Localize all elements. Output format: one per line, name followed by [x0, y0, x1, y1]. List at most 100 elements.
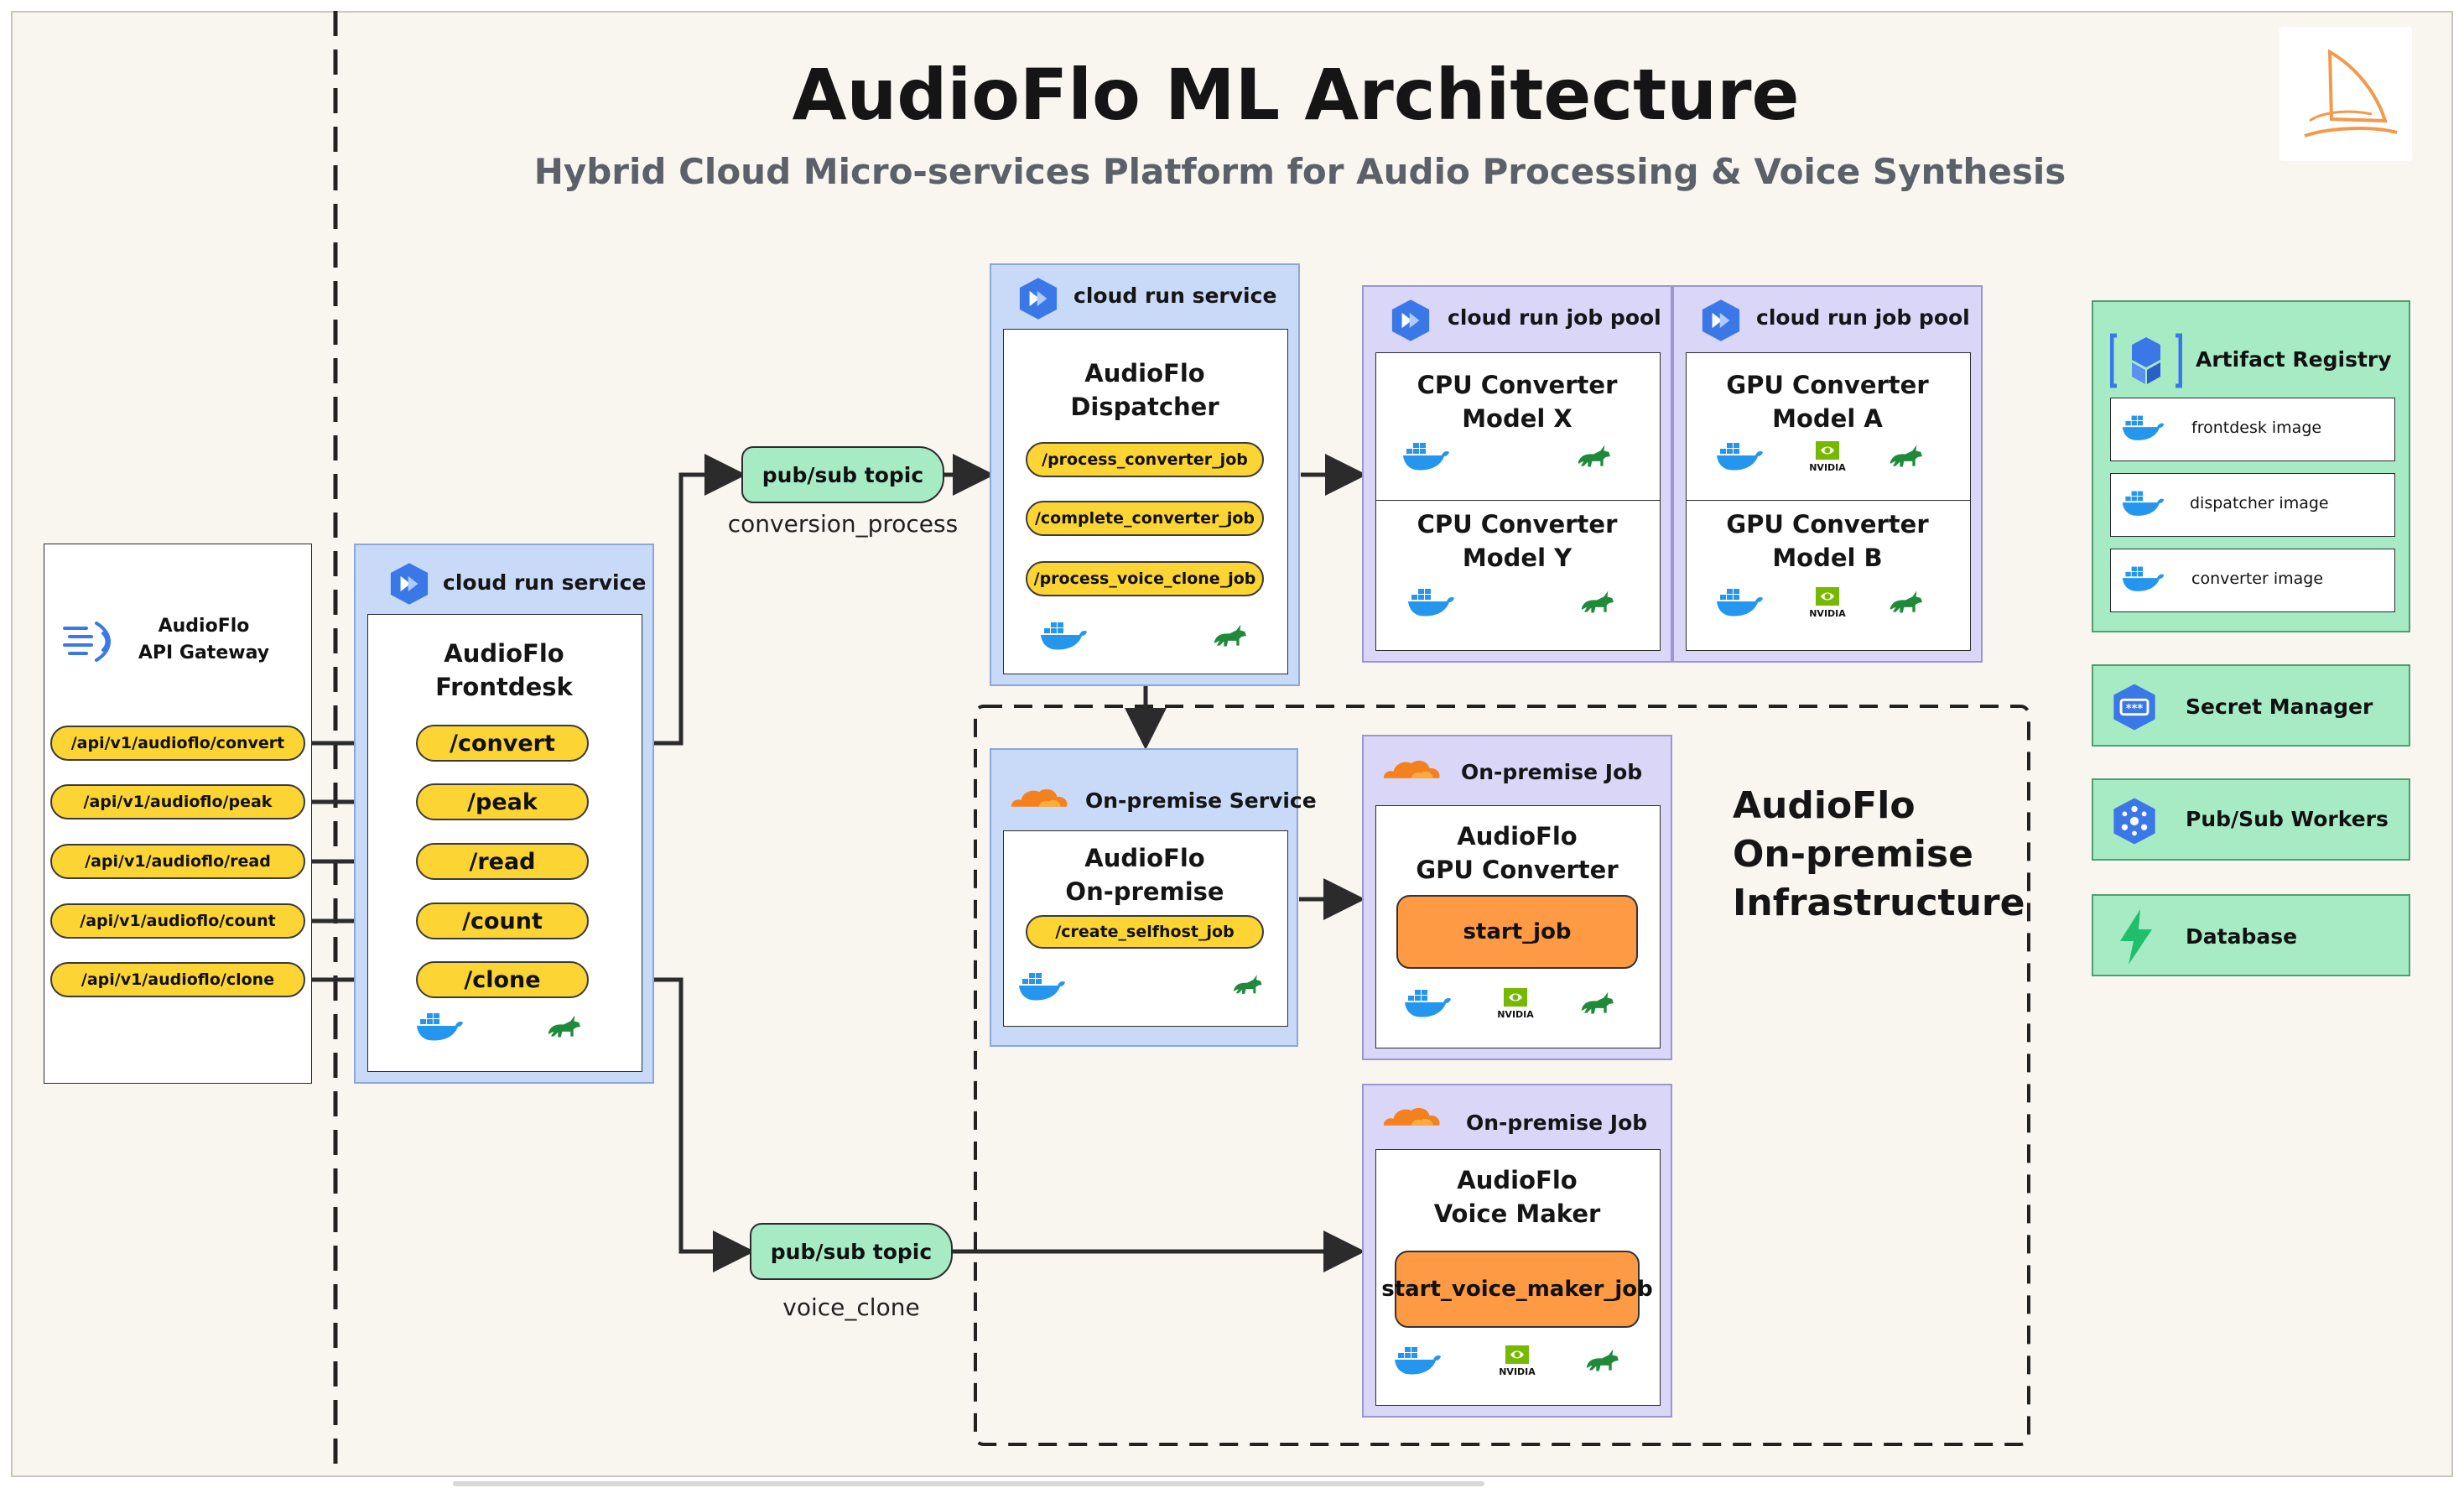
nvidia-icon	[1802, 439, 1853, 474]
voice-clone-topic-caption: voice_clone	[782, 1293, 920, 1321]
docker-icon	[415, 1009, 465, 1044]
docker-icon	[1715, 439, 1765, 474]
nvidia-icon	[1490, 986, 1541, 1021]
endpoint-convert[interactable]: /convert	[416, 725, 589, 762]
docker-icon	[1393, 1343, 1443, 1378]
docker-icon	[2121, 487, 2166, 519]
secret-manager-label: Secret Manager	[2186, 695, 2373, 719]
dispatcher-title-line1: AudioFlo	[1084, 359, 1205, 388]
gpu-job-a-title: GPU Converter Model A	[1687, 368, 1968, 435]
gunicorn-icon	[1884, 586, 1926, 618]
docker-icon	[1403, 986, 1453, 1021]
gpu-job-a-line1: GPU Converter	[1726, 371, 1929, 399]
start-voice-maker-job-button[interactable]: start_voice_maker_job	[1381, 1251, 1653, 1328]
cloudflare-icon	[1379, 1100, 1444, 1131]
onprem-gpu-job-title: AudioFlo GPU Converter	[1376, 819, 1658, 887]
artifact-registry: Artifact Registry frontdesk image dispat…	[2092, 300, 2410, 632]
pubsub-icon	[2113, 798, 2155, 845]
frontdesk-image-label: frontdesk image	[2191, 419, 2322, 437]
voice-maker-card: AudioFlo Voice Maker start_voice_maker_j…	[1375, 1149, 1661, 1406]
endpoint-complete-converter-job[interactable]: /complete_converter_job	[1026, 501, 1264, 536]
cpu-job-y: CPU Converter Model Y	[1375, 500, 1661, 651]
onprem-infra-label: AudioFlo On-premise Infrastructure	[1733, 782, 2025, 928]
onprem-gpu-job: On-premise Job AudioFlo GPU Converter st…	[1362, 735, 1672, 1060]
gpu-pool-header: cloud run job pool	[1756, 305, 1970, 330]
docker-icon	[1406, 585, 1457, 620]
gpu-job-a-line2: Model A	[1772, 404, 1883, 433]
gunicorn-icon	[1576, 586, 1618, 618]
onprem-infra-line3: Infrastructure	[1733, 882, 2025, 924]
cpu-pool-header: cloud run job pool	[1448, 305, 1661, 330]
onprem-gpu-job-title-line1: AudioFlo	[1457, 822, 1578, 851]
horizontal-scrollbar[interactable]	[453, 1481, 1484, 1486]
gpu-job-pool: cloud run job pool GPU Converter Model A…	[1672, 285, 1983, 663]
nvidia-icon	[1492, 1343, 1542, 1378]
gunicorn-icon	[1572, 440, 1614, 472]
database-bolt-icon	[2120, 909, 2152, 965]
database-label: Database	[2186, 924, 2298, 949]
cpu-job-x-title: CPU Converter Model X	[1376, 368, 1658, 435]
endpoint-read[interactable]: /read	[416, 843, 589, 880]
dispatcher-image-item[interactable]: dispatcher image	[2110, 473, 2395, 537]
frontdesk-title-line2: Frontdesk	[435, 673, 573, 701]
converter-image-label: converter image	[2191, 570, 2324, 588]
frontdesk-image-item[interactable]: frontdesk image	[2110, 398, 2395, 461]
onprem-manager-title-line1: AudioFlo	[1084, 844, 1205, 872]
docker-icon	[1401, 439, 1452, 474]
api-gateway-label: AudioFlo API Gateway	[120, 613, 288, 667]
cloudflare-icon	[1006, 782, 1072, 812]
onprem-voice-job-header: On-premise Job	[1466, 1111, 1648, 1135]
dispatcher-header: cloud run service	[1073, 284, 1277, 308]
voice-clone-topic[interactable]: pub/sub topic	[750, 1223, 953, 1280]
endpoint-clone[interactable]: /clone	[416, 961, 589, 998]
frontdesk-title: AudioFlo Frontdesk	[368, 637, 640, 704]
frontdesk-service: cloud run service AudioFlo Frontdesk	[354, 544, 654, 1084]
docker-icon	[2121, 563, 2166, 595]
route-peak[interactable]: /api/v1/audioflo/peak	[50, 784, 305, 819]
endpoint-count[interactable]: /count	[416, 903, 589, 939]
artifact-registry-title: Artifact Registry	[2196, 347, 2392, 372]
gunicorn-icon	[1576, 987, 1618, 1019]
pubsub-workers-label: Pub/Sub Workers	[2186, 807, 2389, 831]
onprem-infra-line2: On-premise	[1733, 833, 1973, 876]
database[interactable]: Database	[2092, 894, 2410, 976]
voice-maker-title-line1: AudioFlo	[1457, 1166, 1578, 1194]
api-gateway-title: AudioFlo	[158, 616, 250, 637]
api-gateway-icon	[63, 622, 111, 662]
endpoint-process-voice-clone-job[interactable]: /process_voice_clone_job	[1026, 561, 1264, 596]
endpoint-create-selfhost-job[interactable]: /create_selfhost_job	[1026, 915, 1264, 949]
docker-icon	[1039, 618, 1089, 653]
cpu-job-x-line1: CPU Converter	[1417, 371, 1618, 399]
cloudflare-icon	[1379, 753, 1444, 783]
endpoint-peak[interactable]: /peak	[416, 783, 589, 820]
brand-logo	[2279, 27, 2412, 161]
frontdesk-title-line1: AudioFlo	[444, 639, 564, 668]
route-convert[interactable]: /api/v1/audioflo/convert	[50, 726, 305, 761]
pubsub-workers[interactable]: Pub/Sub Workers	[2092, 778, 2410, 861]
conversion-topic[interactable]: pub/sub topic	[741, 446, 944, 503]
secret-manager[interactable]: *** Secret Manager	[2092, 664, 2410, 747]
gpu-job-b: GPU Converter Model B	[1686, 500, 1971, 651]
onprem-gpu-job-title-line2: GPU Converter	[1416, 856, 1619, 884]
gpu-job-b-line2: Model B	[1772, 544, 1883, 572]
cloud-run-icon	[387, 562, 431, 606]
gunicorn-icon	[1884, 440, 1926, 472]
onprem-boundary	[974, 705, 2030, 1446]
endpoint-process-converter-job[interactable]: /process_converter_job	[1026, 442, 1264, 477]
svg-text:***: ***	[2126, 703, 2144, 715]
cpu-job-y-line2: Model Y	[1462, 544, 1572, 572]
dispatcher-service: cloud run service AudioFlo Dispatcher /p…	[990, 263, 1300, 686]
start-job-button[interactable]: start_job	[1396, 895, 1638, 969]
onprem-gpu-job-card: AudioFlo GPU Converter start_job	[1375, 805, 1661, 1048]
route-count[interactable]: /api/v1/audioflo/count	[50, 903, 305, 939]
route-clone[interactable]: /api/v1/audioflo/clone	[50, 962, 305, 997]
gunicorn-icon	[1581, 1345, 1623, 1376]
converter-image-item[interactable]: converter image	[2110, 549, 2395, 612]
gunicorn-icon	[1209, 620, 1250, 652]
route-read[interactable]: /api/v1/audioflo/read	[50, 844, 305, 879]
cloud-run-icon	[1016, 277, 1060, 320]
page-title: AudioFlo ML Architecture	[792, 54, 1800, 136]
cloud-run-icon	[1699, 299, 1743, 342]
api-gateway-subtitle: API Gateway	[138, 643, 270, 663]
cpu-job-y-title: CPU Converter Model Y	[1376, 507, 1658, 575]
